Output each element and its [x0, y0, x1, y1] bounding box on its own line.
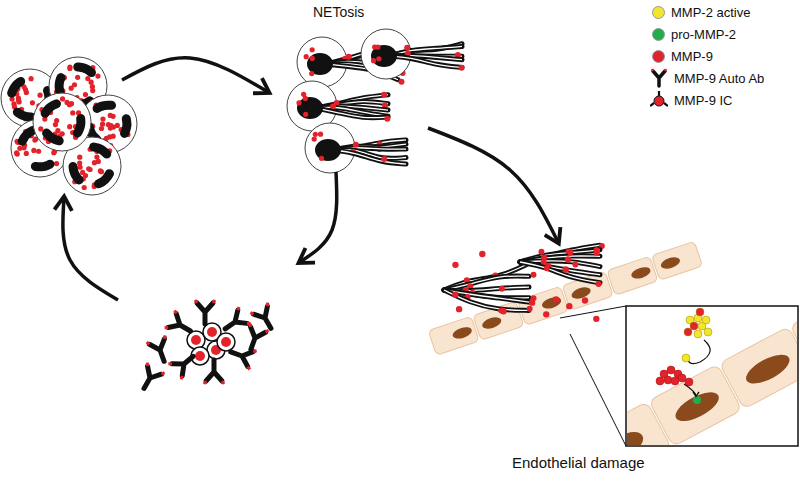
legend-swatch	[652, 50, 665, 63]
legend-text: MMP-9 IC	[674, 93, 733, 108]
legend-row: MMP-9 Auto Ab	[650, 68, 764, 88]
legend-text: MMP-9 Auto Ab	[674, 71, 764, 86]
figure-label: Endothelial damage	[512, 454, 645, 471]
neutrophil-cluster	[1, 57, 137, 195]
cycle-arrows	[63, 58, 558, 300]
legend-row: pro-MMP-2	[650, 24, 736, 44]
figure-label: NETosis	[313, 4, 364, 20]
legend-row: MMP-9 IC	[650, 90, 733, 110]
legend-text: MMP-9	[671, 49, 713, 64]
inset-zoom	[560, 289, 800, 481]
legend-text: pro-MMP-2	[671, 27, 736, 42]
legend-swatch	[652, 28, 665, 41]
endothelial-nets	[444, 243, 605, 322]
legend-symbol	[650, 90, 668, 110]
legend-swatch	[652, 6, 665, 19]
legend-text: MMP-2 active	[671, 5, 750, 20]
legend-symbol	[650, 68, 668, 88]
legend-row: MMP-9	[650, 46, 713, 66]
legend-row: MMP-2 active	[650, 2, 750, 22]
immune-complexes	[135, 300, 279, 393]
netosis-cells	[287, 29, 465, 173]
